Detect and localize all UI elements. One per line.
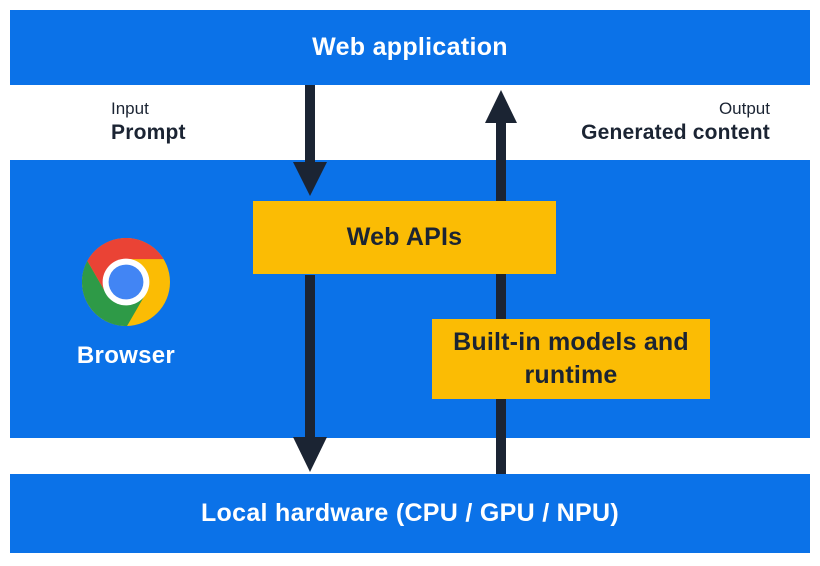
local-hardware-bar: Local hardware (CPU / GPU / NPU) — [10, 474, 810, 553]
input-arrowhead-to-hardware — [293, 437, 327, 472]
local-hardware-label: Local hardware (CPU / GPU / NPU) — [200, 499, 619, 527]
generated-content-label: Generated content — [581, 121, 770, 144]
output-arrowhead-to-web-app — [485, 90, 517, 123]
input-arrow-shaft-top — [305, 85, 315, 162]
web-apis-label: Web APIs — [346, 223, 463, 251]
builtin-models-box: Built-in models and runtime — [432, 319, 710, 399]
input-arrow-shaft-bottom — [305, 275, 315, 437]
output-label-group: Output Generated content — [581, 98, 770, 146]
web-application-label: Web application — [312, 33, 508, 61]
output-arrow-shaft — [496, 123, 506, 474]
input-title: Input — [111, 99, 149, 118]
output-title: Output — [718, 99, 770, 118]
input-label-group: Input Prompt — [111, 98, 186, 146]
builtin-models-label: Built-in models and runtime — [453, 328, 689, 389]
prompt-label: Prompt — [111, 121, 186, 144]
browser-label: Browser — [76, 342, 176, 369]
web-application-bar: Web application — [10, 10, 810, 85]
web-apis-box: Web APIs — [253, 201, 556, 274]
chrome-icon — [81, 237, 170, 327]
